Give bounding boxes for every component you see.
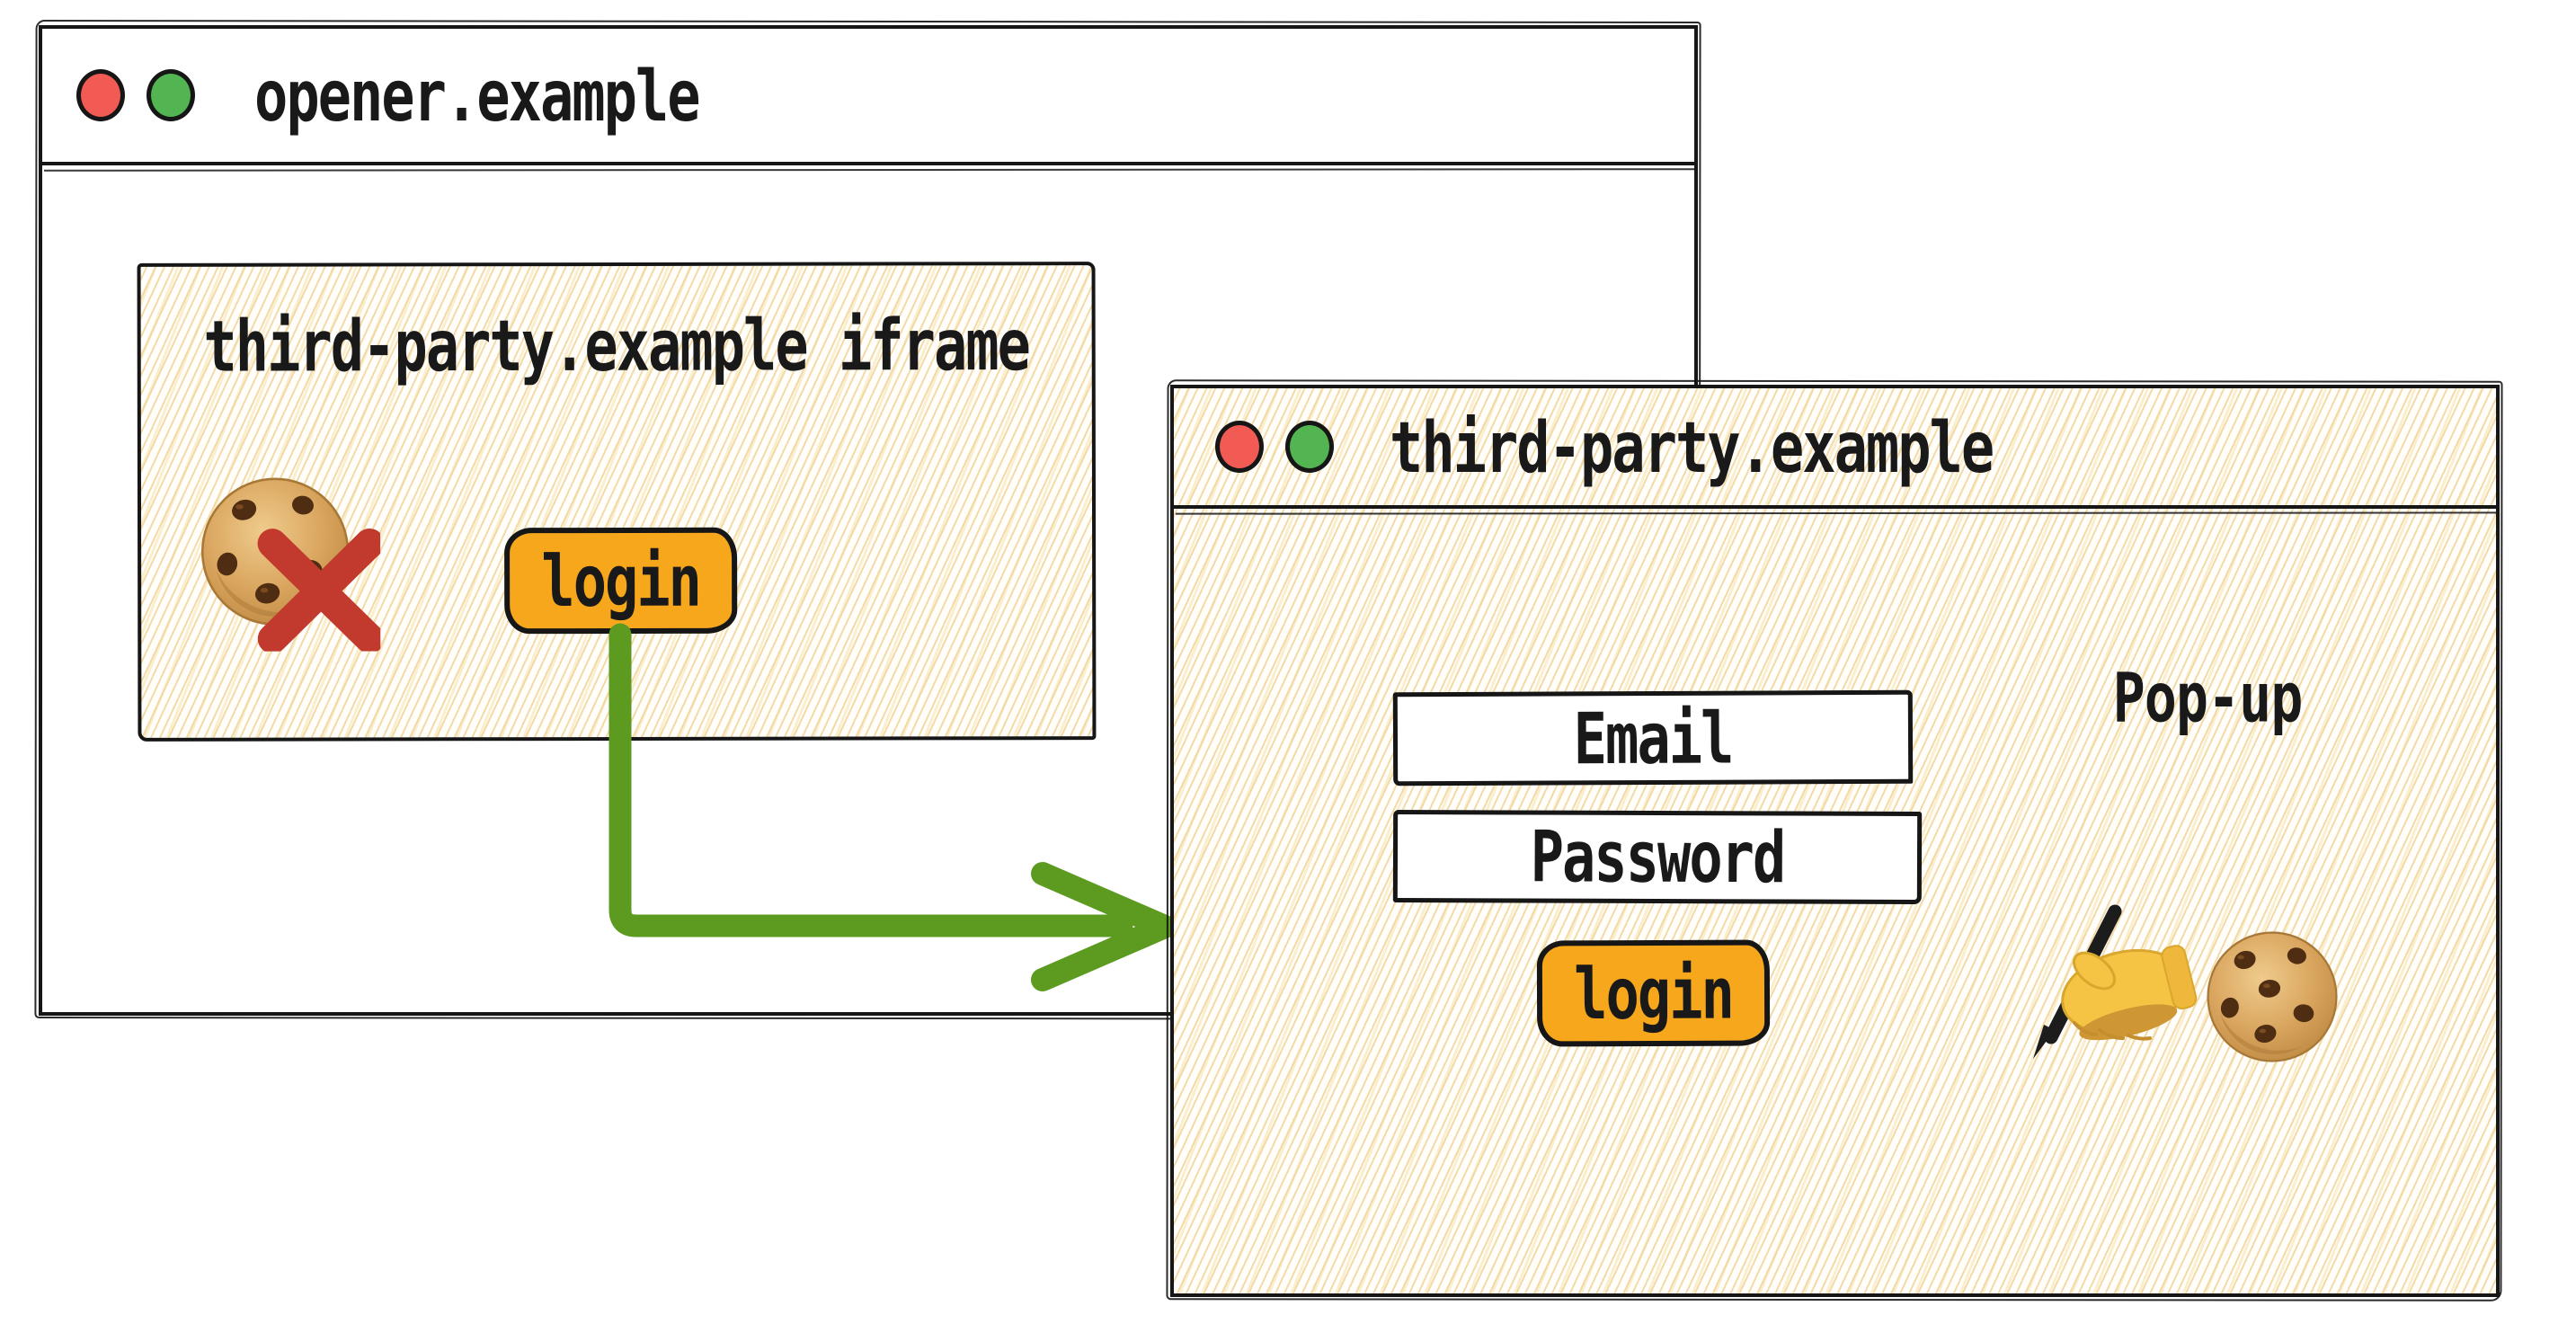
password-field[interactable]: Password bbox=[1392, 809, 1923, 905]
email-field-label: Email bbox=[1573, 696, 1733, 780]
popup-window-title: third-party.example bbox=[1390, 404, 1994, 489]
email-field[interactable]: Email bbox=[1392, 689, 1914, 786]
window-control-green-icon[interactable] bbox=[147, 69, 195, 121]
popup-window: third-party.example Pop-up Email Passwor… bbox=[1170, 385, 2500, 1297]
third-party-iframe: third-party.example iframe login bbox=[137, 262, 1097, 742]
iframe-title: third-party.example iframe bbox=[203, 303, 1030, 388]
blocked-x-icon bbox=[257, 528, 381, 652]
window-control-red-icon[interactable] bbox=[76, 69, 125, 121]
blocked-cookie-icon bbox=[200, 477, 381, 652]
iframe-login-label: login bbox=[541, 538, 701, 623]
popup-label: Pop-up bbox=[2112, 658, 2304, 739]
popup-login-label: login bbox=[1574, 951, 1733, 1035]
password-field-label: Password bbox=[1530, 814, 1785, 900]
popup-titlebar: third-party.example bbox=[1174, 388, 2496, 509]
window-control-green-icon[interactable] bbox=[1285, 421, 1334, 473]
writing-hand-icon bbox=[2033, 904, 2198, 1059]
window-control-red-icon[interactable] bbox=[1215, 421, 1264, 473]
opener-window-title: opener.example bbox=[254, 53, 701, 138]
opener-titlebar: opener.example bbox=[42, 29, 1694, 165]
cookie-icon bbox=[2207, 931, 2338, 1062]
iframe-login-button[interactable]: login bbox=[504, 527, 738, 635]
popup-login-button[interactable]: login bbox=[1536, 939, 1771, 1047]
